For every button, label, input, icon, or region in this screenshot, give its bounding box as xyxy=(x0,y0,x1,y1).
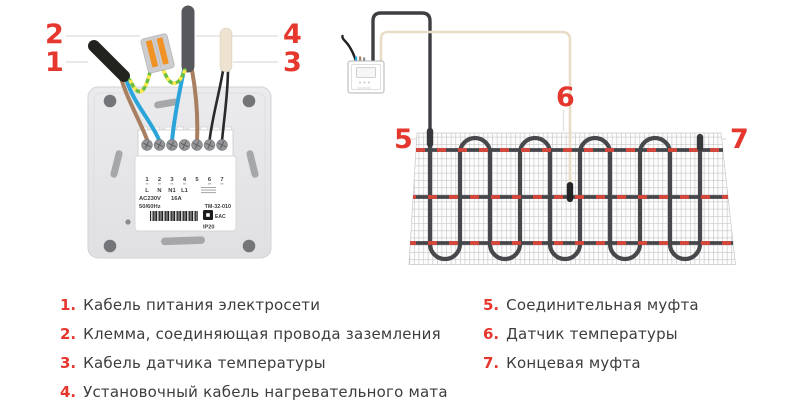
incoming-cables xyxy=(88,5,233,94)
current-rating: 16A xyxy=(171,196,182,202)
wire-blue-power xyxy=(124,77,162,143)
legend-label: Датчик температуры xyxy=(506,325,678,343)
terminal-pins-row: L N N1 L1 xyxy=(145,188,188,194)
legend-item-1: 1. Кабель питания электросети xyxy=(60,296,458,315)
screw-hole xyxy=(103,239,117,253)
pin-label: L xyxy=(145,188,149,194)
legend-item-2: 2. Клемма, соединяющая провода заземлени… xyxy=(60,325,458,344)
legend-number: 7. xyxy=(483,354,500,372)
terminal-screw xyxy=(191,139,203,151)
pin-label: L1 xyxy=(181,188,189,194)
terminal-screws xyxy=(141,139,228,151)
legend-label: Кабель датчика температуры xyxy=(83,354,326,372)
terminal-screw xyxy=(153,139,166,151)
legend-item-4: 4. Установочный кабель нагревательного м… xyxy=(60,383,458,402)
terminal-number: 6 xyxy=(208,177,212,183)
legend-number: 4. xyxy=(60,383,77,401)
clamp-lever xyxy=(156,37,169,65)
heating-mat-diagram xyxy=(341,11,736,265)
screw-hole xyxy=(242,239,256,253)
terminal-number: 1 xyxy=(145,177,149,183)
callout-1: 1 xyxy=(45,47,64,78)
plate-slot xyxy=(110,150,123,178)
pin-label: N1 xyxy=(168,188,176,194)
legend-item-3: 3. Кабель датчика температуры xyxy=(60,354,458,373)
legend-item-7: 7. Концевая муфта xyxy=(483,354,699,373)
legend-column-left: 1. Кабель питания электросети 2. Клемма,… xyxy=(60,296,458,412)
model-number: TM-32-010 xyxy=(205,204,231,210)
terminal-number: 5 xyxy=(195,177,199,183)
screw-hole xyxy=(242,94,256,108)
legend-number: 3. xyxy=(60,354,77,372)
device-label: 1 2 3 4 5 6 7 L N N xyxy=(139,177,231,231)
terminal-number: 2 xyxy=(158,177,161,183)
legend-number: 1. xyxy=(60,296,77,314)
callout-4: 4 xyxy=(283,19,302,50)
temperature-sensor xyxy=(566,182,574,202)
wire-black-sensor xyxy=(208,66,225,143)
thermostat-power-wire xyxy=(341,34,358,63)
clamp-lever xyxy=(146,40,158,68)
ip-rating: IP20 xyxy=(203,225,215,231)
screw-hole xyxy=(103,94,117,108)
legend-label: Кабель питания электросети xyxy=(83,296,321,314)
plate-slot xyxy=(246,150,259,178)
eac-logo: EAC xyxy=(203,210,226,220)
wire-brown-mat xyxy=(190,68,200,143)
terminal-screw xyxy=(178,139,191,151)
ground-clamp xyxy=(140,33,175,74)
terminal-screw xyxy=(166,139,178,151)
pin-label: N xyxy=(157,188,161,194)
plate-slot xyxy=(154,98,178,109)
sensor-lead xyxy=(379,30,572,184)
legend-item-5: 5. Соединительная муфта xyxy=(483,296,699,315)
callout-3: 3 xyxy=(283,47,302,78)
terminal-number: 7 xyxy=(220,177,223,183)
callout-5: 5 xyxy=(394,124,413,155)
legend: 1. Кабель питания электросети 2. Клемма,… xyxy=(0,296,785,412)
tiny-symbols xyxy=(145,183,224,194)
legend-number: 5. xyxy=(483,296,500,314)
frequency-rating: 50/60Hz xyxy=(139,204,161,210)
plate-slot xyxy=(161,236,206,246)
wire-black-sensor xyxy=(220,66,230,143)
terminal-screw xyxy=(216,139,228,151)
left-leader-lines xyxy=(66,35,278,63)
terminal-screw xyxy=(203,139,216,151)
terminal-numbers-row: 1 2 3 4 5 6 7 xyxy=(145,177,223,183)
plate-hole xyxy=(125,219,131,225)
legend-label: Установочный кабель нагревательного мата xyxy=(83,383,448,401)
legend-label: Соединительная муфта xyxy=(506,296,699,314)
thermostat-front xyxy=(341,34,385,94)
cert-mark-text: EAC xyxy=(215,214,226,220)
thermostat-back-diagram: 1 2 3 4 5 6 7 L N N xyxy=(66,5,278,259)
heating-cable-serpentine xyxy=(427,127,703,262)
supply-cold-lead xyxy=(371,11,432,131)
callout-6: 6 xyxy=(556,82,575,113)
barcode xyxy=(150,211,198,221)
legend-column-right: 5. Соединительная муфта 6. Датчик темпер… xyxy=(483,296,699,412)
legend-number: 6. xyxy=(483,325,500,343)
legend-item-6: 6. Датчик температуры xyxy=(483,325,699,344)
end-coupling xyxy=(696,134,704,151)
connection-coupling xyxy=(426,128,434,147)
legend-label: Концевая муфта xyxy=(506,354,641,372)
callout-2: 2 xyxy=(45,19,64,50)
voltage-rating: AC230V xyxy=(139,196,161,202)
terminal-screw xyxy=(141,139,153,151)
power-cable xyxy=(88,40,130,82)
callout-7: 7 xyxy=(730,124,749,155)
legend-label: Клемма, соединяющая провода заземления xyxy=(83,325,441,343)
terminal-number: 3 xyxy=(170,177,174,183)
legend-number: 2. xyxy=(60,325,77,343)
thermostat-display xyxy=(356,67,376,78)
terminal-number: 4 xyxy=(183,177,187,183)
